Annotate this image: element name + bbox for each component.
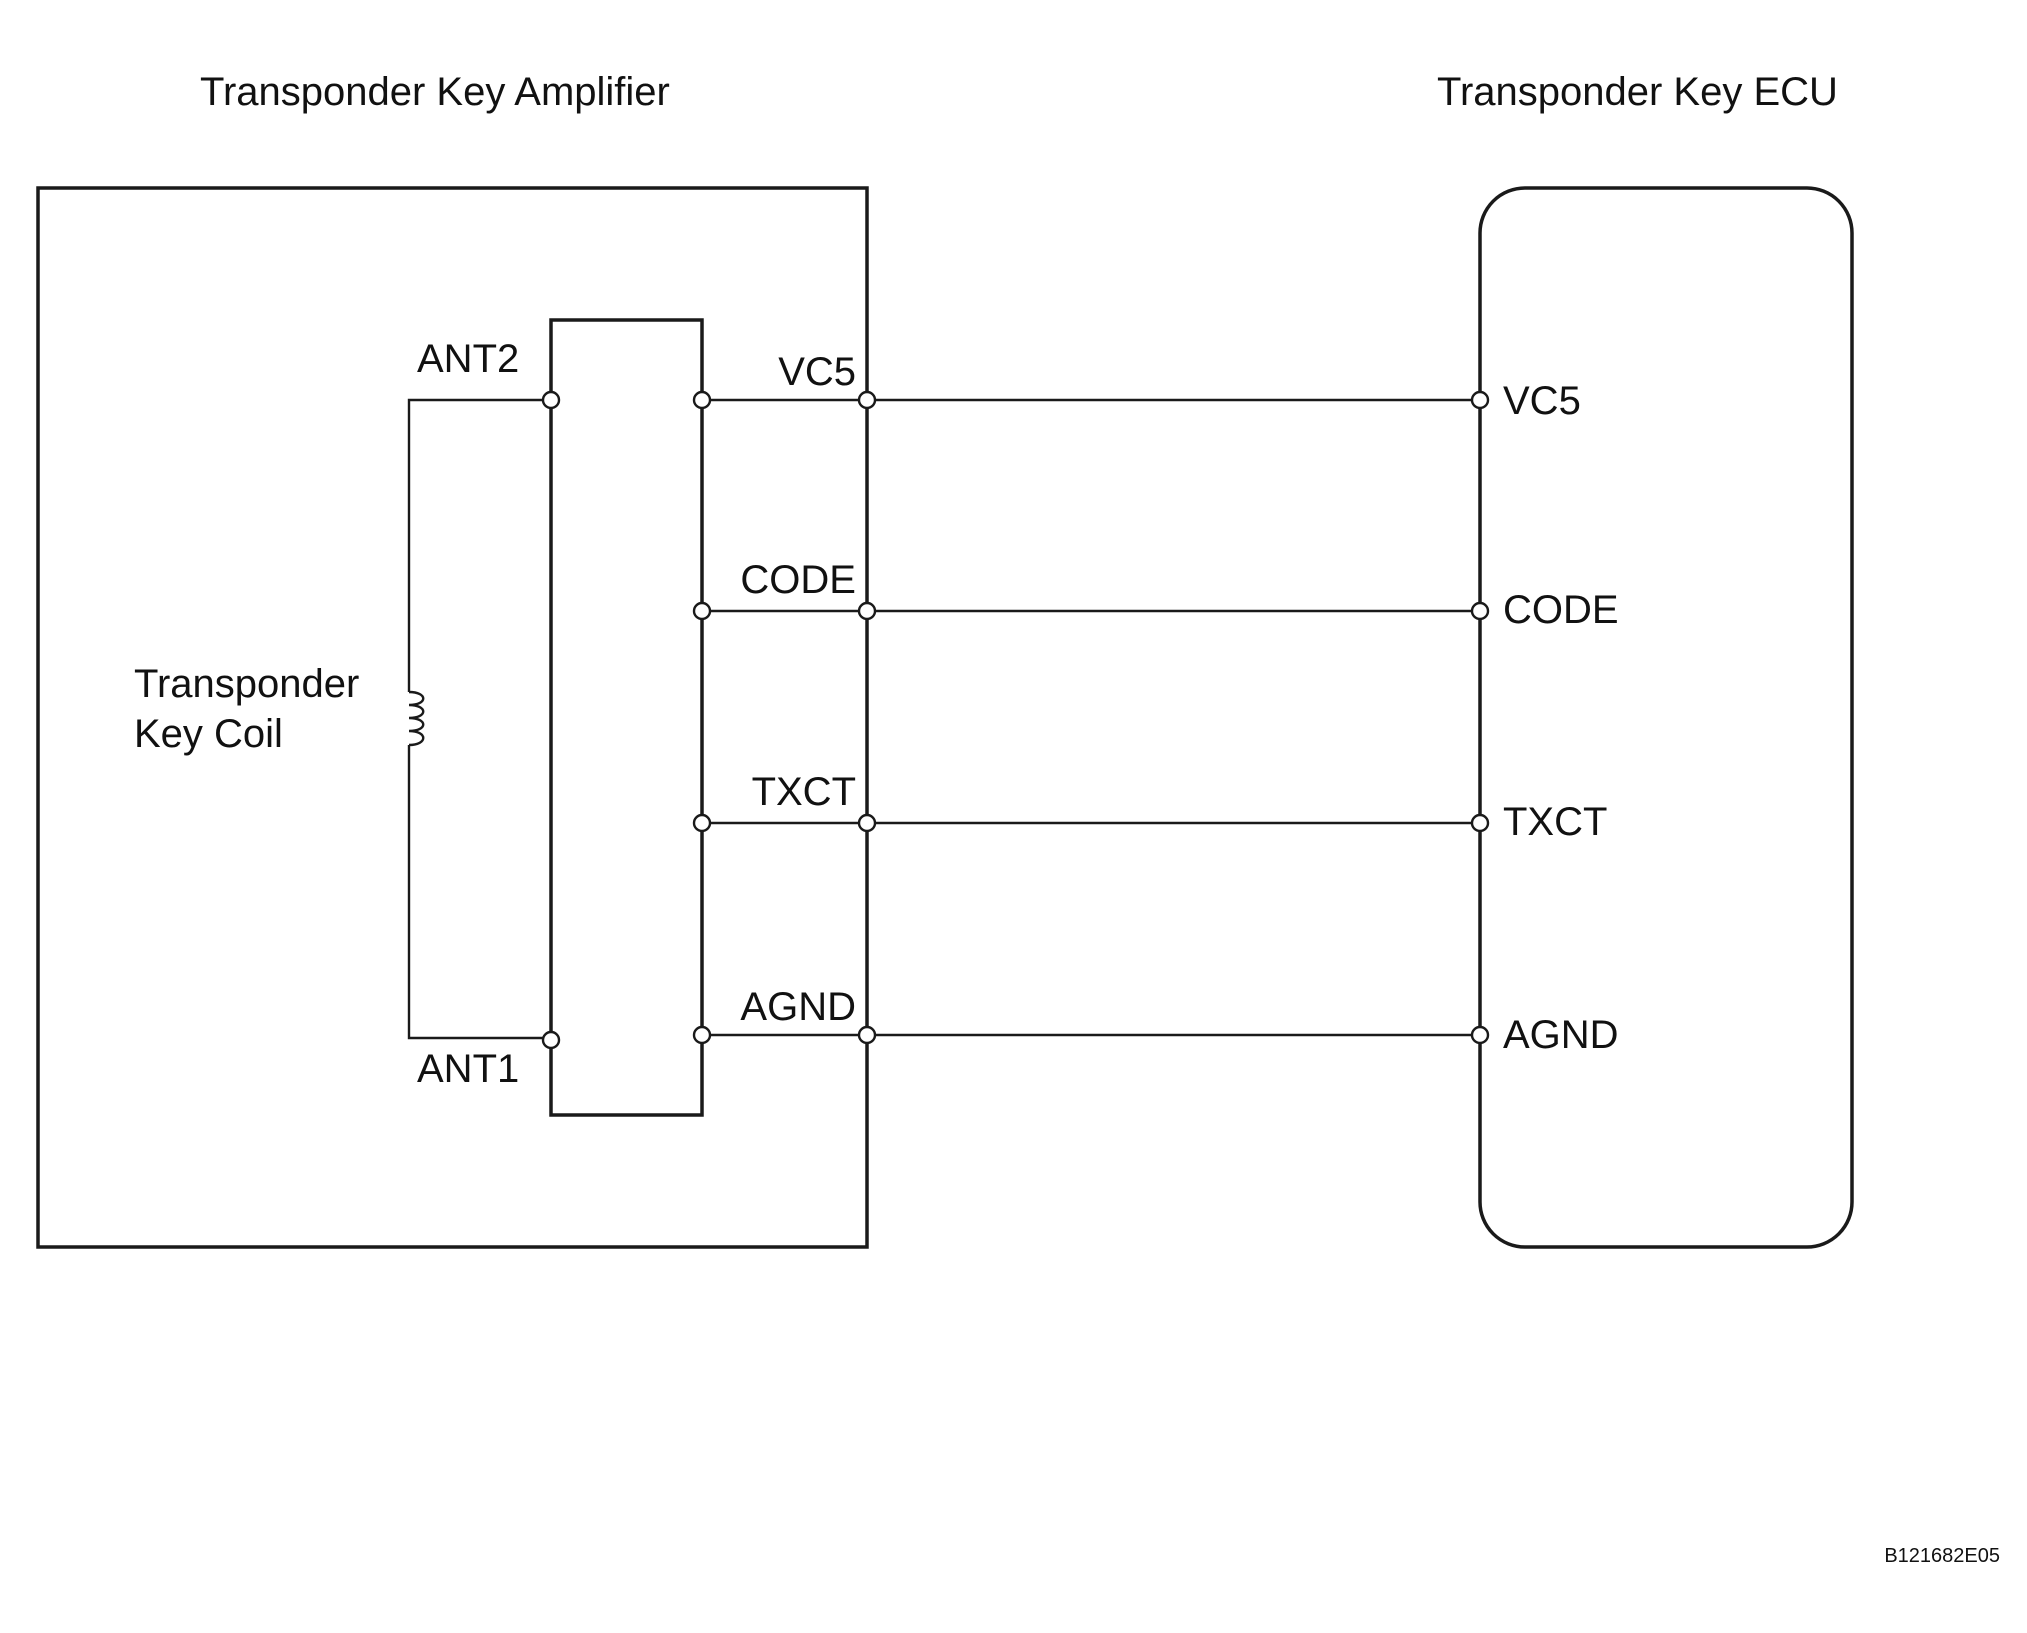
figure-code: B121682E05	[1884, 1545, 2000, 1567]
terminal-amp-code	[857, 601, 877, 621]
ecu-title: Transponder Key ECU	[1437, 70, 1838, 114]
coil-label-line1: Transponder	[134, 662, 359, 706]
terminal-ecu-code	[1470, 601, 1490, 621]
terminal-ic-code	[692, 601, 712, 621]
terminal-amp-txct	[857, 813, 877, 833]
ecu-box	[1478, 186, 1854, 1249]
ecu-pin-agnd: AGND	[1503, 1013, 1619, 1057]
amp-pin-code: CODE	[740, 558, 856, 602]
terminal-ant2	[541, 390, 561, 410]
terminal-amp-agnd	[857, 1025, 877, 1045]
ecu-pin-vc5: VC5	[1503, 379, 1581, 423]
terminal-amp-vc5	[857, 390, 877, 410]
amplifier-ic-block	[549, 318, 704, 1117]
ecu-pin-txct: TXCT	[1503, 800, 1607, 844]
terminal-ecu-vc5	[1470, 390, 1490, 410]
coil-wire-bottom	[407, 745, 551, 1040]
coil-wire-top	[407, 398, 551, 692]
terminal-ic-vc5	[692, 390, 712, 410]
ant1-label: ANT1	[417, 1047, 519, 1091]
amplifier-title: Transponder Key Amplifier	[200, 70, 670, 114]
amp-pin-agnd: AGND	[740, 985, 856, 1029]
amplifier-box	[36, 186, 869, 1249]
ecu-pin-code: CODE	[1503, 588, 1619, 632]
terminals	[541, 390, 1490, 1050]
terminal-ant1	[541, 1030, 561, 1050]
coil-label-line2: Key Coil	[134, 712, 283, 756]
terminal-ic-agnd	[692, 1025, 712, 1045]
ant2-label: ANT2	[417, 337, 519, 381]
terminal-ecu-agnd	[1470, 1025, 1490, 1045]
amp-pin-txct: TXCT	[752, 770, 856, 814]
coil-icon	[408, 690, 425, 747]
amp-pin-vc5: VC5	[778, 350, 856, 394]
terminal-ic-txct	[692, 813, 712, 833]
terminal-ecu-txct	[1470, 813, 1490, 833]
